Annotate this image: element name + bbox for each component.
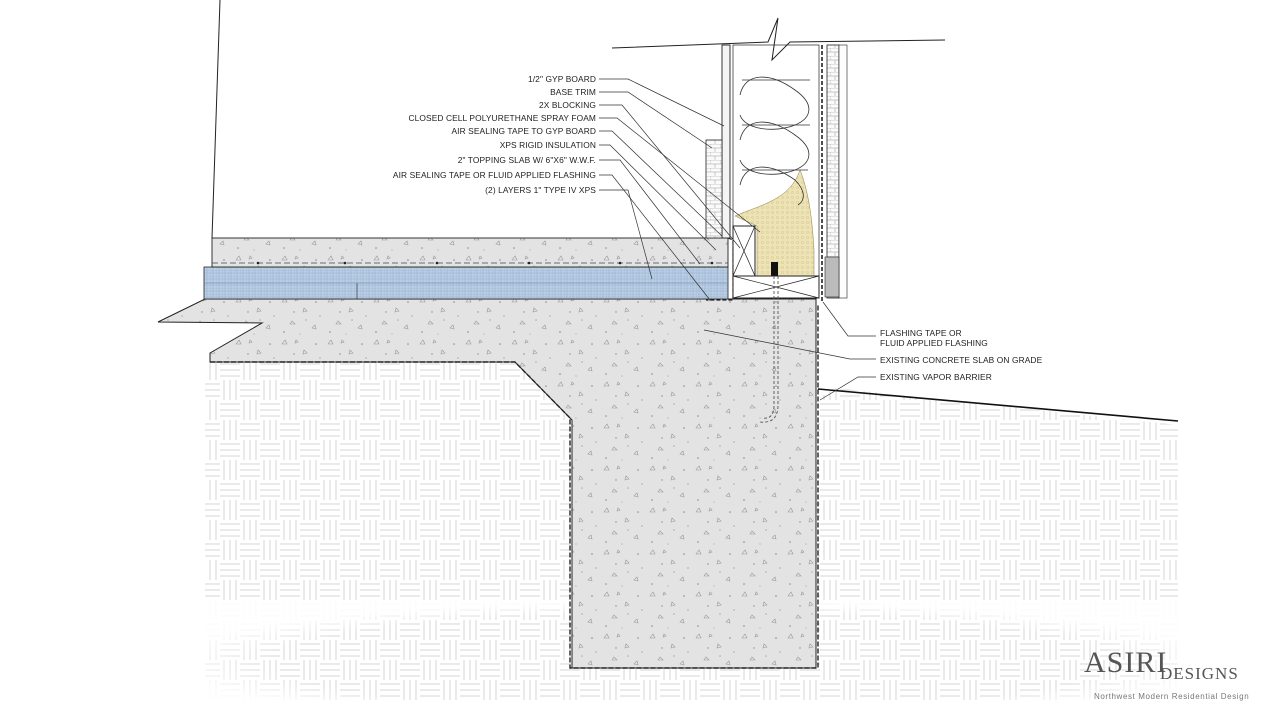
- callout-air-sealing-flashing: AIR SEALING TAPE OR FLUID APPLIED FLASHI…: [392, 170, 596, 180]
- brand-logo-sub: DESIGNS: [1160, 664, 1239, 683]
- brand-tagline: Northwest Modern Residential Design: [1094, 692, 1250, 701]
- callout-blocking: 2X BLOCKING: [539, 100, 596, 110]
- room-outline: [211, 0, 221, 239]
- anchor-bolt: [761, 276, 775, 419]
- callout-topping-slab: 2" TOPPING SLAB W/ 6"X6" W.W.F.: [457, 155, 596, 165]
- callout-vapor-barrier: EXISTING VAPOR BARRIER: [880, 372, 992, 382]
- callout-base-trim: BASE TRIM: [550, 87, 596, 97]
- leader-lines-right: [703, 301, 876, 401]
- wall-break-line: [611, 17, 946, 62]
- batt-insulation: [739, 76, 810, 206]
- callout-xps-rigid: XPS RIGID INSULATION: [499, 140, 596, 150]
- grade-line: [817, 388, 1179, 422]
- callout-flashing-tape-line1: FLASHING TAPE OR: [880, 328, 962, 338]
- spray-foam: [734, 169, 815, 277]
- leader-lines-left: [599, 78, 761, 301]
- callout-existing-slab: EXISTING CONCRETE SLAB ON GRADE: [880, 355, 1043, 365]
- callout-gyp-board: 1/2" GYP BOARD: [528, 74, 596, 84]
- brand-logo-name: ASIRI: [1084, 646, 1168, 679]
- callout-flashing-tape-line2: FLUID APPLIED FLASHING: [880, 338, 988, 348]
- wwf-dots: [256, 261, 714, 265]
- vapor-barrier-line: [210, 305, 819, 669]
- callout-spray-foam: CLOSED CELL POLYURETHANE SPRAY FOAM: [408, 113, 596, 123]
- callout-air-sealing-tape: AIR SEALING TAPE TO GYP BOARD: [451, 126, 596, 136]
- callout-xps-layers: (2) LAYERS 1" TYPE IV XPS: [485, 185, 596, 195]
- gyp-board: [721, 44, 731, 239]
